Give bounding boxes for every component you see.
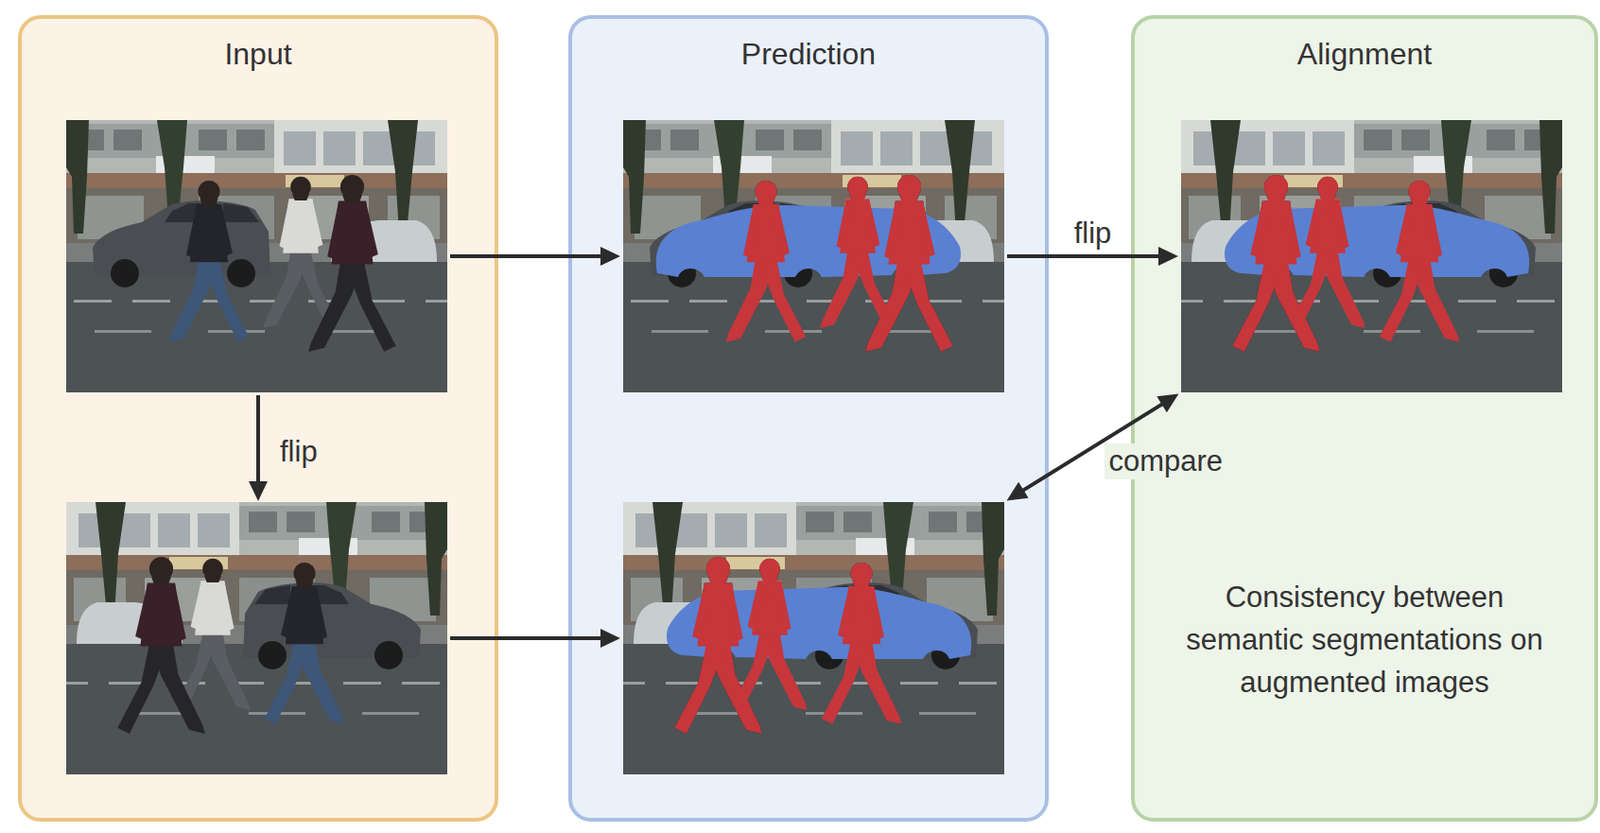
flip-arrow-head	[248, 481, 268, 502]
connector-arrow	[1007, 254, 1161, 259]
flipped-street-photo	[66, 502, 448, 775]
arrow-head	[1158, 246, 1179, 266]
arrow-head	[1007, 482, 1029, 502]
edge-label: compare	[1104, 443, 1229, 479]
arrow-head	[600, 628, 621, 648]
panel-note: Consistency between semantic segmentatio…	[1163, 576, 1566, 705]
connector-arrow	[450, 636, 603, 641]
segmentation-overlay	[623, 502, 1005, 775]
edge-label: flip	[1069, 215, 1117, 251]
flip-arrow-line	[256, 395, 261, 484]
flipped-segmentation	[1181, 120, 1563, 393]
panel-heading: Prediction	[581, 34, 1036, 73]
panel-heading: Input	[31, 34, 486, 73]
arrow-head	[1156, 394, 1179, 414]
segmentation-overlay	[623, 120, 1005, 393]
arrow-head	[600, 246, 621, 266]
panel-heading: Alignment	[1144, 34, 1585, 73]
street-photo	[66, 120, 448, 393]
connector-arrow	[450, 254, 603, 259]
annotation-label: flip	[279, 434, 318, 470]
